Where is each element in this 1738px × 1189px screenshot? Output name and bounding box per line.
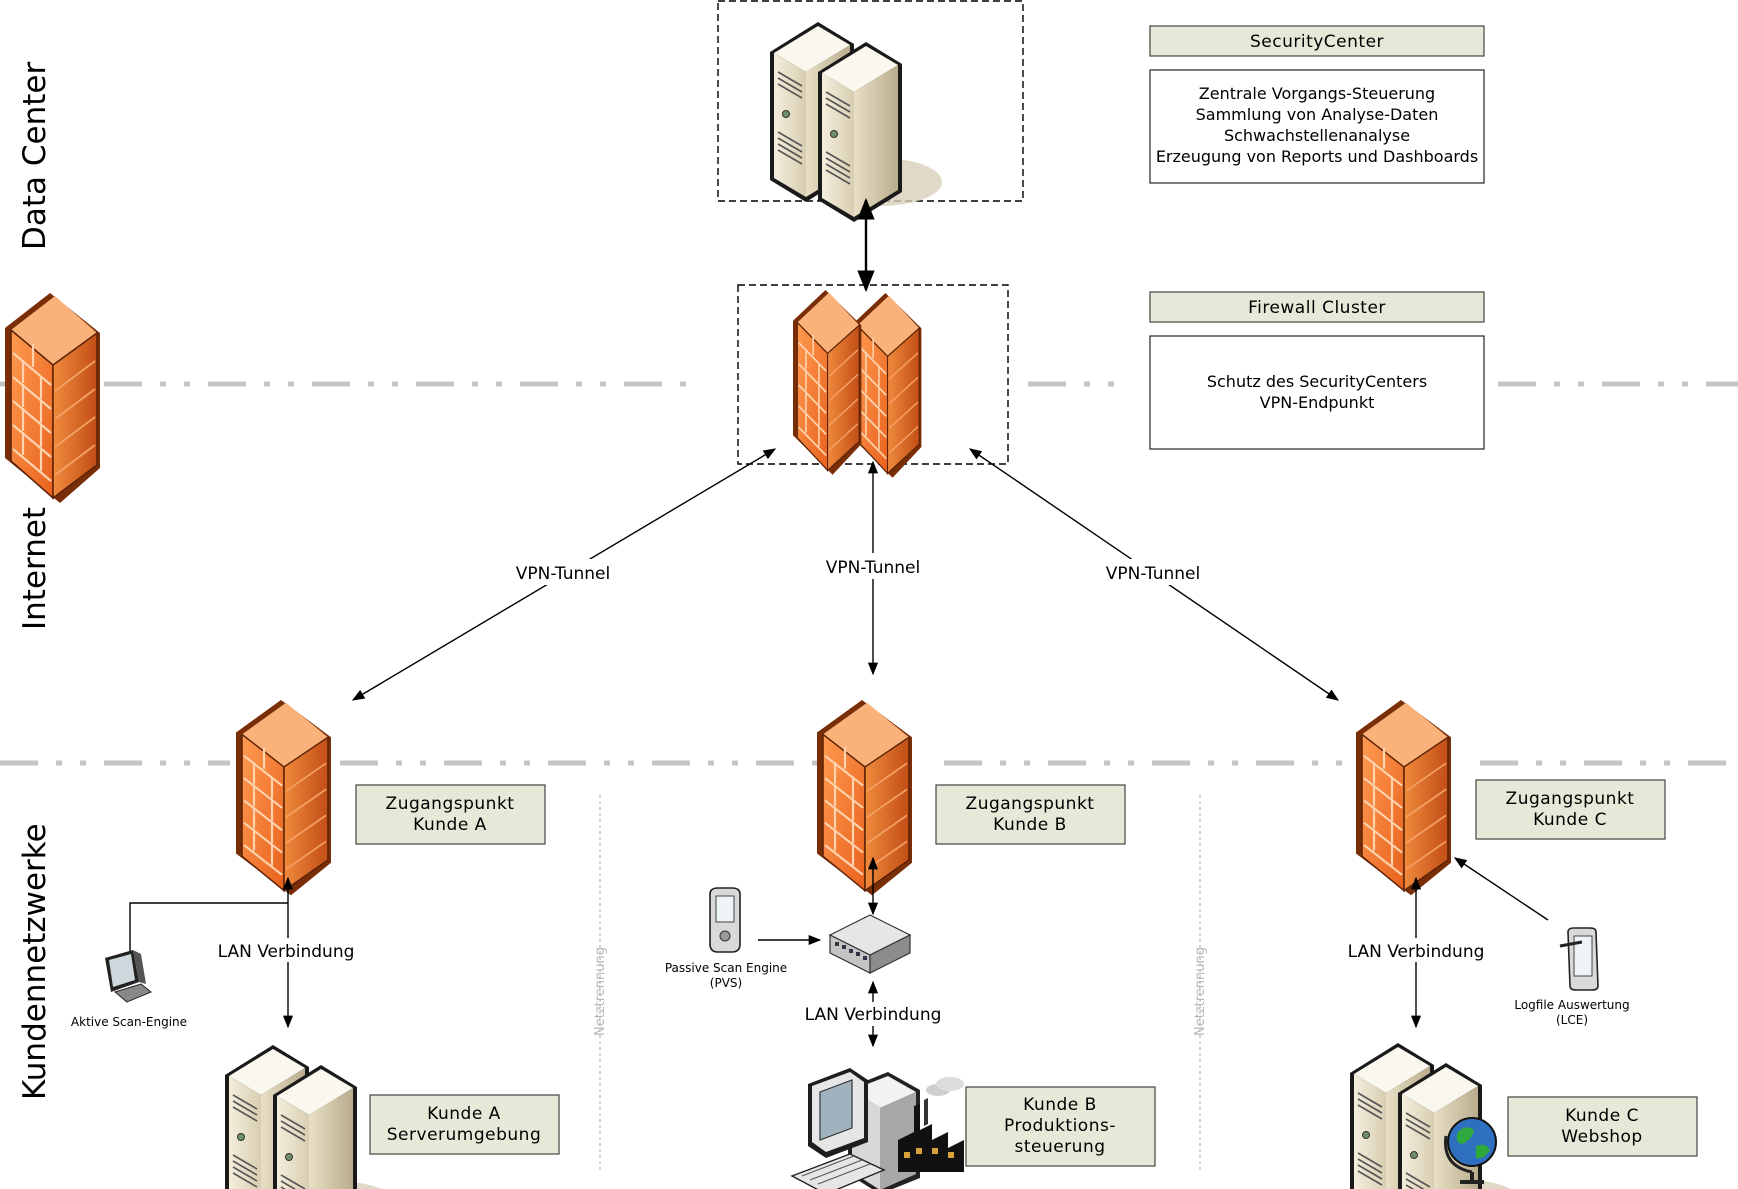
lan-label-b: LAN Verbindung (805, 1005, 942, 1025)
zone-label-kundennetzwerke: Kundennetzwerke (17, 823, 53, 1100)
firewall-cluster-front-icon (792, 289, 863, 476)
access-point-c-line-2: Kunde C (1533, 810, 1607, 830)
logfile-label-line-1: Logfile Auswertung (1514, 998, 1629, 1012)
lan-label-a: LAN Verbindung (218, 942, 355, 962)
customer-b-target-line-3: steuerung (1014, 1137, 1105, 1157)
customer-a-target-line-1: Kunde A (427, 1104, 501, 1124)
firewall-cluster-line-2: VPN-Endpunkt (1260, 393, 1375, 412)
scan-engine-a-link (129, 902, 288, 960)
pda-icon (709, 887, 741, 953)
security-center-line-4: Erzeugung von Reports und Dashboards (1156, 147, 1478, 166)
monitor-icon (105, 950, 152, 1003)
customer-a-target-box (369, 1094, 560, 1155)
firewall-kunde-c-icon (1354, 698, 1453, 897)
server-kunde-c-icon (1350, 1043, 1522, 1189)
vpn-tunnel-b-label: VPN-Tunnel (826, 558, 920, 578)
access-point-c-line-1: Zugangspunkt (1506, 789, 1635, 809)
factory-icon (898, 1077, 964, 1172)
passive-scan-label-line-2: (PVS) (710, 976, 742, 990)
customer-b-target-line-1: Kunde B (1023, 1095, 1097, 1115)
firewall-cluster-title: Firewall Cluster (1248, 298, 1386, 318)
zone-label-data-center: Data Center (17, 62, 53, 250)
customer-b-target-line-2: Produktions- (1004, 1116, 1116, 1136)
security-center-title: SecurityCenter (1250, 32, 1384, 52)
separator-label-right: Netztrennung (1193, 947, 1208, 1036)
access-point-b-box (935, 784, 1126, 845)
logfile-label-line-2: (LCE) (1556, 1013, 1588, 1027)
vpn-tunnel-a-label: VPN-Tunnel (516, 564, 610, 584)
customer-b-target-box (965, 1086, 1156, 1167)
firewall-kunde-a-icon (234, 698, 333, 897)
logfile-link (1453, 857, 1549, 921)
customer-c-target-box (1507, 1096, 1698, 1157)
customer-c-target-line-1: Kunde C (1565, 1106, 1639, 1126)
access-point-b-line-1: Zugangspunkt (966, 794, 1095, 814)
workstation-icon (790, 1068, 920, 1189)
security-center-line-1: Zentrale Vorgangs-Steuerung (1199, 84, 1435, 103)
security-center-line-3: Schwachstellenanalyse (1224, 126, 1410, 145)
globe-icon (1444, 1117, 1497, 1184)
access-point-c-box (1475, 779, 1666, 840)
tablet-icon (1559, 927, 1599, 991)
customer-separators (599, 795, 1201, 1170)
separator-label-left: Netztrennung (593, 947, 608, 1036)
firewall-cluster-line-1: Schutz des SecurityCenters (1207, 372, 1427, 391)
network-switch-icon (828, 914, 912, 974)
zone-separator-lines (0, 381, 1738, 766)
lan-label-c: LAN Verbindung (1348, 942, 1485, 962)
scan-engine-a-label: Aktive Scan-Engine (71, 1015, 187, 1029)
security-center-server-icon (770, 22, 942, 222)
firewall-cluster-title-box (1149, 291, 1485, 323)
security-center-line-2: Sammlung von Analyse-Daten (1196, 105, 1439, 124)
security-center-title-box (1149, 25, 1485, 57)
customer-a-target-line-2: Serverumgebung (387, 1125, 541, 1145)
customer-c-target-line-2: Webshop (1561, 1127, 1642, 1147)
access-point-a-line-2: Kunde A (413, 815, 487, 835)
access-point-a-line-1: Zugangspunkt (386, 794, 515, 814)
firewall-kunde-b-icon (815, 698, 914, 897)
zone-label-internet: Internet (17, 507, 53, 630)
passive-scan-label-line-1: Passive Scan Engine (665, 961, 787, 975)
security-center-desc-box (1149, 69, 1485, 184)
access-point-a-box (355, 784, 546, 845)
access-point-b-line-2: Kunde B (993, 815, 1067, 835)
vpn-tunnel-c-label: VPN-Tunnel (1106, 564, 1200, 584)
firewall-cluster-icon (3, 291, 102, 505)
firewall-cluster-back-icon (852, 292, 923, 479)
